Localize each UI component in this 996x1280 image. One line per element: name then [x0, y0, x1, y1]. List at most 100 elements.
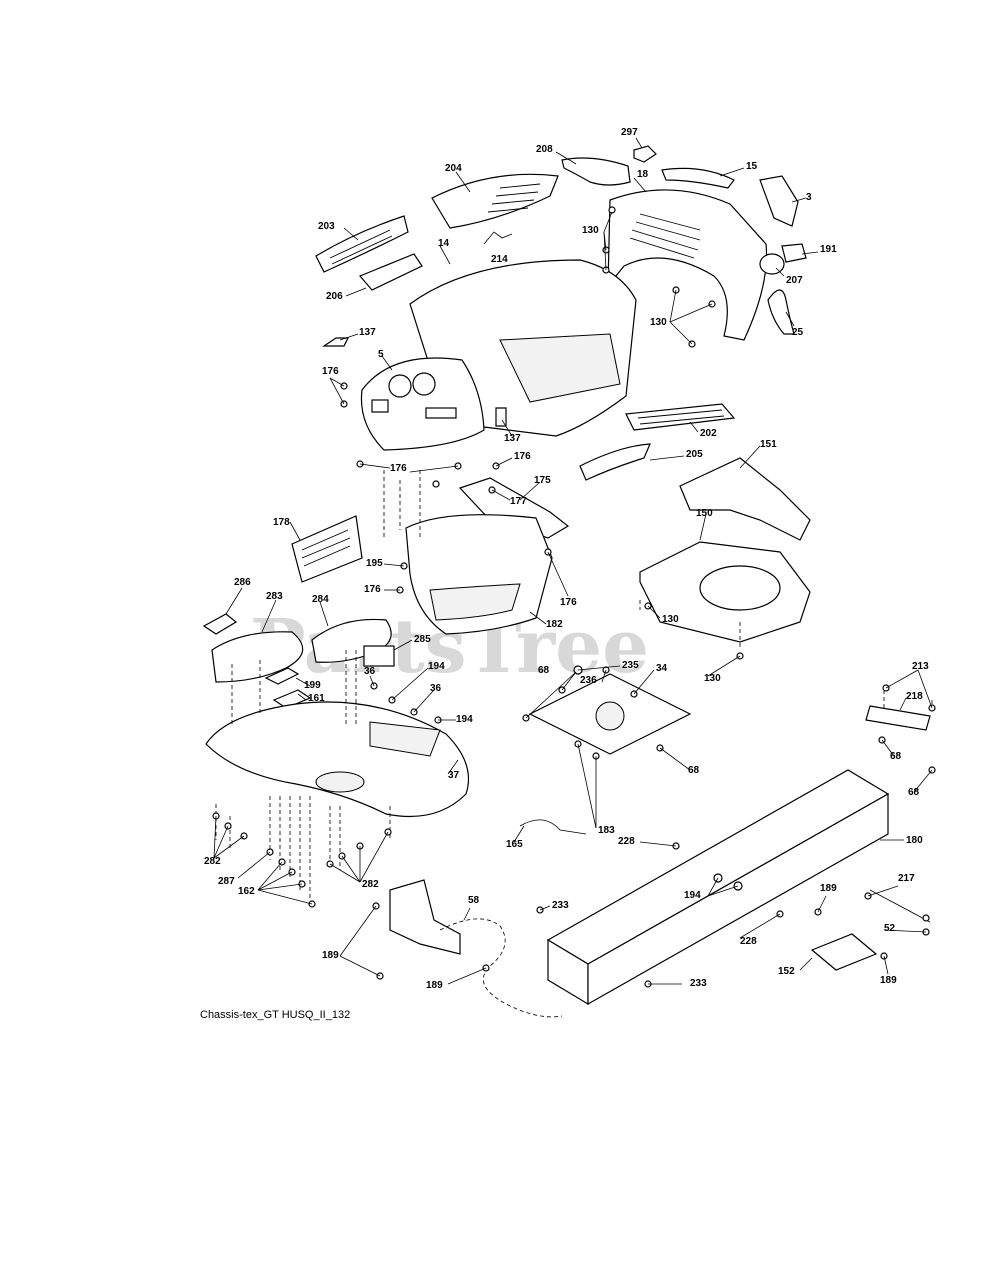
label-204: 204	[445, 163, 462, 174]
part-199	[264, 667, 300, 685]
label-189c: 189	[426, 980, 443, 991]
label-36a: 36	[364, 666, 376, 677]
label-162: 162	[238, 886, 255, 897]
label-180: 180	[906, 835, 923, 846]
label-130c: 130	[662, 614, 679, 625]
label-178: 178	[273, 517, 290, 528]
part-151	[679, 457, 811, 541]
label-287: 287	[218, 876, 235, 887]
label-284: 284	[312, 594, 329, 605]
part-203	[315, 215, 409, 273]
label-175: 175	[534, 475, 551, 486]
part-37	[205, 701, 470, 818]
assembly-lines	[215, 470, 933, 900]
label-3: 3	[806, 192, 812, 203]
label-151: 151	[760, 439, 777, 450]
part-5-panel	[425, 407, 457, 419]
label-194c: 194	[684, 890, 701, 901]
part-150-hole	[699, 565, 781, 611]
label-137b: 137	[504, 433, 521, 444]
label-36b: 36	[430, 683, 442, 694]
label-52: 52	[884, 923, 896, 934]
part-214	[483, 231, 513, 245]
part-182-pocket	[429, 583, 521, 621]
label-176b: 176	[390, 463, 407, 474]
label-152: 152	[778, 966, 795, 977]
label-137a: 137	[359, 327, 376, 338]
label-182: 182	[546, 619, 563, 630]
part-161	[272, 689, 312, 709]
label-236: 236	[580, 675, 597, 686]
label-207: 207	[786, 275, 803, 286]
label-208: 208	[536, 144, 553, 155]
part-180-top	[546, 769, 890, 965]
part-34-hole	[595, 701, 625, 731]
label-282a: 282	[204, 856, 221, 867]
part-5-gauge-a	[388, 374, 412, 398]
label-176c: 176	[514, 451, 531, 462]
label-161: 161	[308, 693, 325, 704]
label-14: 14	[438, 238, 450, 249]
part-191	[781, 243, 807, 263]
label-15: 15	[746, 161, 758, 172]
part-218	[865, 705, 931, 731]
label-286: 286	[234, 577, 251, 588]
label-176e: 176	[560, 597, 577, 608]
part-202-grille	[637, 409, 725, 425]
label-205: 205	[686, 449, 703, 460]
label-176a: 176	[322, 366, 339, 377]
part-208	[561, 157, 631, 186]
part-180-side	[587, 792, 889, 1006]
label-5: 5	[378, 349, 384, 360]
label-68a: 68	[538, 665, 550, 676]
part-3	[759, 175, 799, 227]
label-165: 165	[506, 839, 523, 850]
part-207	[759, 253, 785, 275]
leader-lines	[213, 137, 933, 985]
part-37-opening	[369, 721, 441, 757]
label-285: 285	[414, 634, 431, 645]
part-217	[869, 889, 931, 923]
label-189b: 189	[322, 950, 339, 961]
part-178	[291, 515, 363, 583]
label-194a: 194	[428, 661, 445, 672]
label-130d: 130	[704, 673, 721, 684]
part-202	[625, 403, 736, 431]
part-137a	[322, 337, 349, 347]
part-203-grille	[329, 229, 393, 265]
part-297	[633, 145, 657, 163]
label-34: 34	[656, 663, 668, 674]
label-37: 37	[448, 770, 460, 781]
label-283: 283	[266, 591, 283, 602]
label-68c: 68	[908, 787, 920, 798]
label-233a: 233	[552, 900, 569, 911]
label-195: 195	[366, 558, 383, 569]
label-189a: 189	[820, 883, 837, 894]
label-68b: 68	[890, 751, 902, 762]
label-213: 213	[912, 661, 929, 672]
part-152	[810, 933, 878, 971]
label-297: 297	[621, 127, 638, 138]
label-58: 58	[468, 895, 480, 906]
label-25: 25	[792, 327, 804, 338]
label-203: 203	[318, 221, 335, 232]
label-130b: 130	[650, 317, 667, 328]
part-18-grille	[629, 213, 701, 259]
label-177: 177	[510, 496, 527, 507]
label-183: 183	[598, 825, 615, 836]
part-25	[767, 289, 795, 335]
part-286	[202, 613, 238, 635]
label-228a: 228	[618, 836, 635, 847]
label-199: 199	[304, 680, 321, 691]
part-14-panel	[499, 333, 621, 403]
label-214: 214	[491, 254, 508, 265]
part-165	[519, 819, 587, 835]
part-285	[363, 645, 395, 667]
label-150: 150	[696, 508, 713, 519]
label-235: 235	[622, 660, 639, 671]
label-202: 202	[700, 428, 717, 439]
label-228b: 228	[740, 936, 757, 947]
part-206	[359, 253, 423, 291]
part-205	[579, 443, 651, 481]
label-130a: 130	[582, 225, 599, 236]
